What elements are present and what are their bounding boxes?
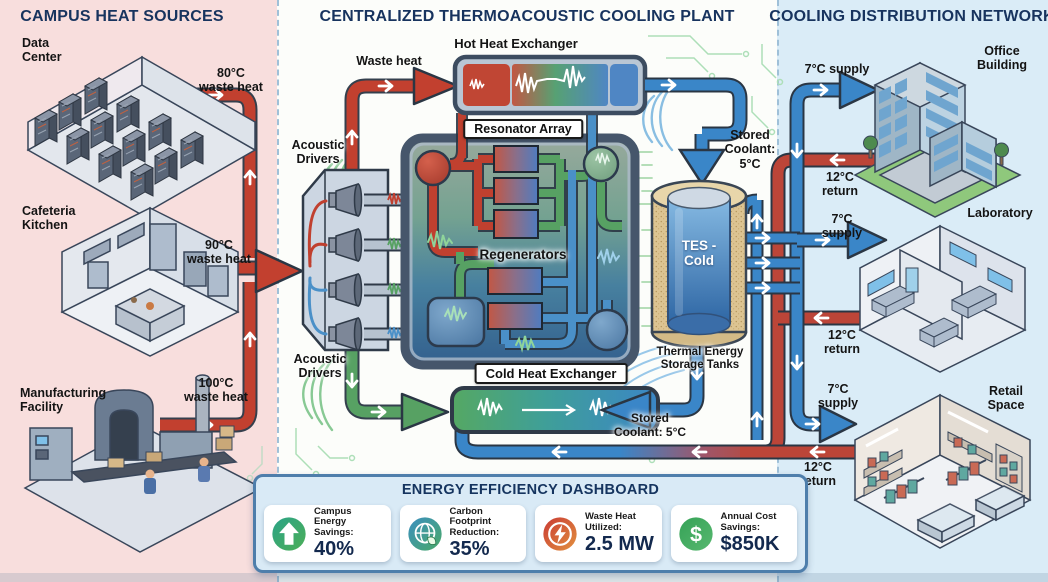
bottom-edge-band <box>0 573 1048 582</box>
label-retail-space: Retail Space <box>987 384 1025 413</box>
metric-campus-energy-savings: Campus Energy Savings: 40% <box>264 505 391 562</box>
hot-to-tes-pipe <box>645 77 748 187</box>
dollar-icon: $ <box>678 516 713 551</box>
metric-label: Carbon Footprint Reduction: <box>449 505 500 538</box>
label-manufacturing: Manufacturing Facility <box>20 386 107 415</box>
tes-cold-tank <box>650 179 748 349</box>
label-waste-heat-80: 80°C waste heat <box>199 66 263 95</box>
manufacturing-facility-illustration <box>23 374 264 553</box>
clothing-racks <box>883 459 987 504</box>
label-acoustic-drivers-top: Acoustic Drivers <box>291 138 345 167</box>
right-panel-title: COOLING DISTRIBUTION NETWORK <box>769 8 1048 25</box>
label-stored-coolant-top: Stored Coolant: 5°C <box>724 128 776 171</box>
retail-space-illustration <box>853 393 1032 549</box>
hot-heat-exchanger <box>452 54 648 116</box>
display-cases <box>916 485 1026 544</box>
regenerator-stacks <box>487 145 543 330</box>
up-arrow-icon <box>272 516 306 551</box>
office-building-illustration <box>853 61 1022 218</box>
metric-label: Campus Energy Savings: <box>314 505 354 538</box>
dashboard-cards: Campus Energy Savings: 40% Carbon Footpr… <box>264 505 797 562</box>
label-lab-supply: 7°C supply <box>821 212 863 241</box>
plant-internal-pipes <box>427 113 622 350</box>
label-hot-heat-exchanger: Hot Heat Exchanger <box>454 36 578 51</box>
dashboard-title: ENERGY EFFICIENCY DASHBOARD <box>401 482 660 498</box>
label-regenerators: Regenerators <box>479 247 567 262</box>
label-storage-tanks: Thermal Energy Storage Tanks <box>656 346 744 372</box>
label-acoustic-drivers-bottom: Acoustic Drivers <box>293 352 347 381</box>
label-office-supply: 7°C supply <box>804 62 870 76</box>
data-center-illustration <box>26 55 257 216</box>
label-retail-return: 12°C return <box>799 460 837 489</box>
label-tes-cold: TES - Cold <box>681 238 717 269</box>
metric-value: 40% <box>314 538 355 561</box>
label-office-building: Office Building <box>977 44 1027 73</box>
left-panel-title: CAMPUS HEAT SOURCES <box>20 8 224 25</box>
label-waste-heat-in: Waste heat <box>356 54 422 68</box>
label-laboratory: Laboratory <box>967 206 1033 220</box>
metric-value: 2.5 MW <box>585 533 654 556</box>
laboratory-illustration <box>858 224 1027 373</box>
center-panel-title: CENTRALIZED THERMOACOUSTIC COOLING PLANT <box>319 8 735 25</box>
metric-value: $850K <box>720 533 780 556</box>
label-cafeteria-kitchen: Cafeteria Kitchen <box>22 204 76 233</box>
horn-drivers <box>328 182 363 352</box>
plant-waveforms <box>427 152 620 353</box>
label-resonator-array: Resonator Array <box>463 119 583 139</box>
lightning-bolt-icon <box>543 516 577 551</box>
waste-heat-pipes <box>160 66 460 433</box>
label-waste-heat-100: 100°C waste heat <box>184 376 248 405</box>
label-data-center: Data Center <box>22 36 62 65</box>
plant-tanks <box>414 145 629 352</box>
cold-heat-exchanger <box>450 345 762 460</box>
globe-leaf-icon <box>407 516 442 551</box>
metric-label: Waste Heat Utilized: <box>585 510 636 533</box>
label-cold-heat-exchanger: Cold Heat Exchanger <box>474 363 628 384</box>
panel-divider-left <box>277 0 279 582</box>
label-office-return: 12°C return <box>821 170 859 199</box>
metric-waste-heat-utilized: Waste Heat Utilized: 2.5 MW <box>535 505 662 562</box>
cafeteria-kitchen-illustration <box>60 206 240 357</box>
metric-label: Annual Cost Savings: <box>720 510 777 533</box>
label-stored-coolant-bottom: Stored Coolant: 5°C <box>613 411 687 439</box>
worker-figures <box>144 457 210 494</box>
label-retail-supply: 7°C supply <box>817 382 859 411</box>
metric-annual-cost-savings: $ Annual Cost Savings: $850K <box>670 505 797 562</box>
dollar-glyph: $ <box>689 521 701 546</box>
acoustic-driver-array <box>301 168 407 352</box>
metric-carbon-footprint: Carbon Footprint Reduction: 35% <box>399 505 526 562</box>
label-lab-return: 12°C return <box>823 328 861 357</box>
label-waste-heat-90: 90°C waste heat <box>187 238 251 267</box>
metric-value: 35% <box>449 538 490 561</box>
energy-efficiency-dashboard: ENERGY EFFICIENCY DASHBOARD Campus Energ… <box>253 474 808 573</box>
